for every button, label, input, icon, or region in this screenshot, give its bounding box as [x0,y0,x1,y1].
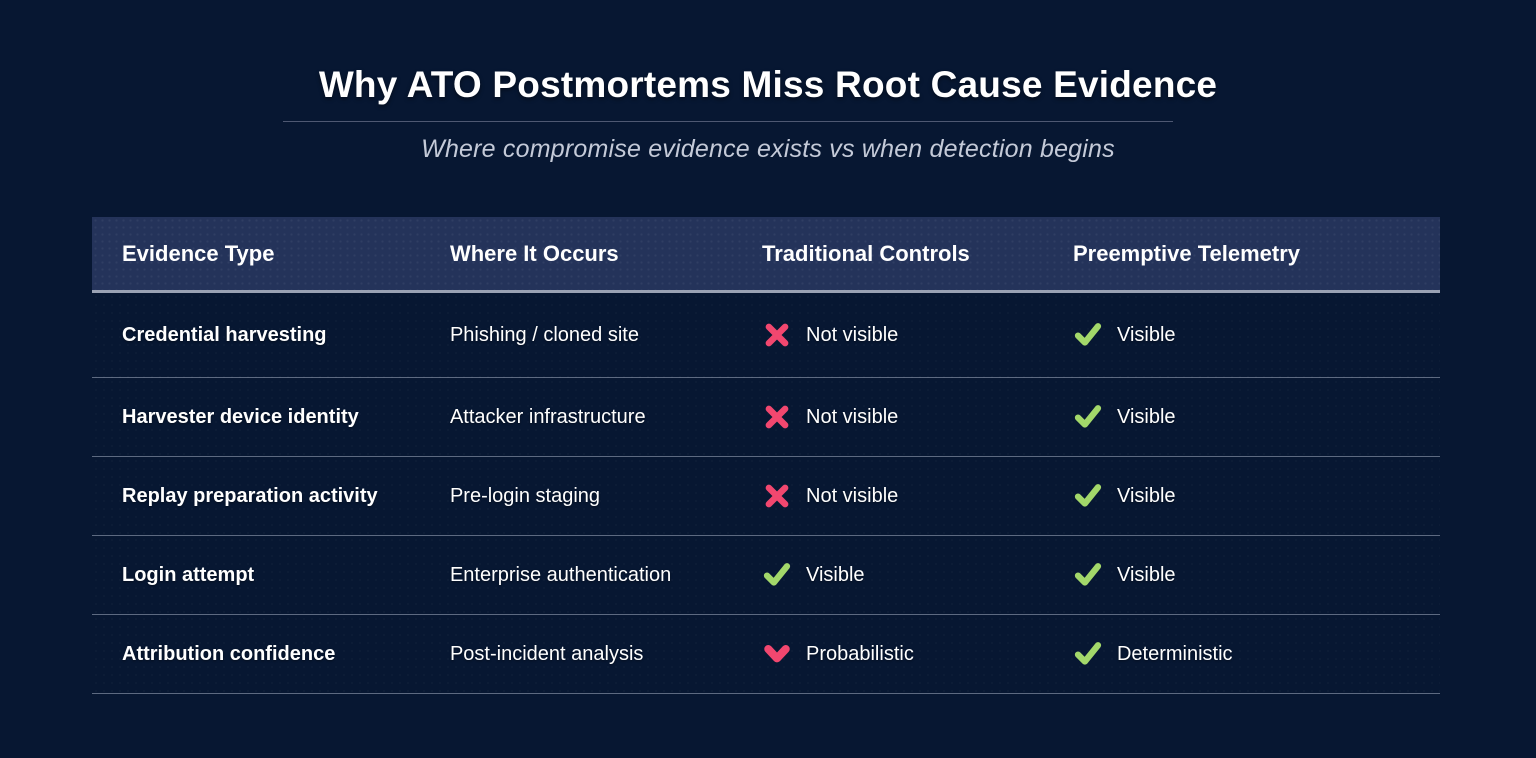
x-icon [762,481,792,511]
table-row: Attribution confidence Post-incident ana… [92,615,1440,694]
preemptive-telemetry-cell: Visible [1043,402,1440,432]
table-body: Credential harvesting Phishing / cloned … [92,293,1440,694]
evidence-type-cell: Login attempt [122,563,255,586]
traditional-controls-cell: Probabilistic [732,639,1043,669]
table-header-row: Evidence Type Where It Occurs Traditiona… [92,217,1440,293]
table-row: Login attempt Enterprise authentication … [92,536,1440,615]
preemptive-telemetry-cell: Visible [1043,560,1440,590]
page-title: Why ATO Postmortems Miss Root Cause Evid… [318,64,1218,105]
column-header-preemptive-telemetry: Preemptive Telemetry [1072,240,1301,266]
check-icon [1073,639,1103,669]
status-label: Visible [1116,484,1176,507]
check-icon [1073,320,1103,350]
where-it-occurs-cell: Phishing / cloned site [449,323,639,346]
column-header-evidence-type: Evidence Type [122,240,275,266]
check-icon [1073,481,1103,511]
status-label: Probabilistic [806,642,914,665]
preemptive-telemetry-cell: Deterministic [1043,639,1440,669]
page-subtitle: Where compromise evidence exists vs when… [421,135,1115,163]
status-label: Not visible [806,484,899,507]
chevron-down-icon [762,639,792,669]
check-icon [762,560,792,590]
traditional-controls-cell: Not visible [732,481,1043,511]
status-label: Not visible [806,405,899,428]
preemptive-telemetry-cell: Visible [1043,320,1440,350]
table-row: Credential harvesting Phishing / cloned … [92,293,1440,378]
x-icon [762,402,792,432]
where-it-occurs-cell: Attacker infrastructure [449,405,646,428]
evidence-type-cell: Harvester device identity [122,405,359,428]
preemptive-telemetry-cell: Visible [1043,481,1440,511]
where-it-occurs-cell: Post-incident analysis [449,642,644,665]
status-label: Visible [806,563,865,586]
evidence-table: Evidence Type Where It Occurs Traditiona… [92,217,1440,694]
table-row: Harvester device identity Attacker infra… [92,378,1440,457]
evidence-type-cell: Credential harvesting [122,323,327,346]
evidence-type-cell: Attribution confidence [122,642,336,665]
traditional-controls-cell: Visible [732,560,1043,590]
column-header-where-it-occurs: Where It Occurs [449,240,619,266]
status-label: Not visible [806,323,899,346]
traditional-controls-cell: Not visible [732,402,1043,432]
status-label: Deterministic [1116,642,1233,665]
x-icon [762,320,792,350]
evidence-type-cell: Replay preparation activity [122,484,378,507]
check-icon [1073,402,1103,432]
status-label: Visible [1116,323,1176,346]
traditional-controls-cell: Not visible [732,320,1043,350]
table-row: Replay preparation activity Pre-login st… [92,457,1440,536]
title-divider [283,121,1173,122]
status-label: Visible [1116,405,1176,428]
where-it-occurs-cell: Enterprise authentication [449,563,672,586]
where-it-occurs-cell: Pre-login staging [449,484,601,507]
check-icon [1073,560,1103,590]
status-label: Visible [1116,563,1176,586]
column-header-traditional-controls: Traditional Controls [762,240,970,266]
